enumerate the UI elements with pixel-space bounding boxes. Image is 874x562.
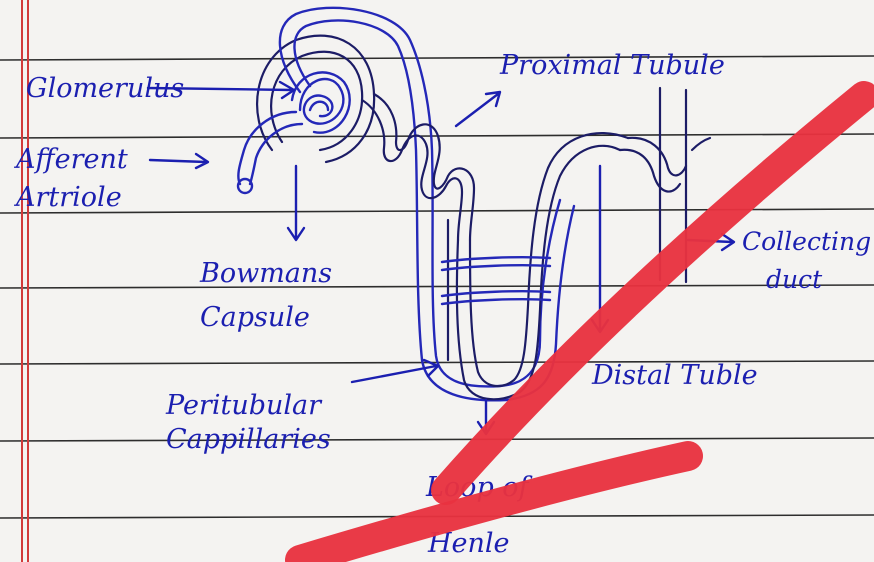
label-afferent-line2: Artriole — [13, 182, 122, 213]
label-collecting-line1: Collecting — [742, 227, 871, 256]
label-bowmans-line1: Bowmans — [199, 258, 332, 289]
label-distal-tubule: Distal Tuble — [591, 360, 758, 391]
label-collecting-line2: duct — [766, 265, 823, 294]
cross-out-marks — [300, 96, 864, 560]
ruled-lines — [0, 56, 874, 518]
label-bowmans-line2: Capsule — [200, 302, 310, 333]
distal-tubule-drawing — [620, 138, 686, 192]
label-proximal-tubule: Proximal Tubule — [499, 50, 725, 81]
label-peritubular-line1: Peritubular — [165, 390, 323, 421]
afferent-arteriole-drawing — [238, 112, 302, 193]
label-glomerulus: Glomerulus — [26, 73, 184, 104]
label-afferent-line1: Afferent — [13, 144, 128, 175]
bowmans-capsule-drawing — [257, 36, 374, 162]
label-peritubular-line2: Cappillaries — [166, 424, 331, 455]
